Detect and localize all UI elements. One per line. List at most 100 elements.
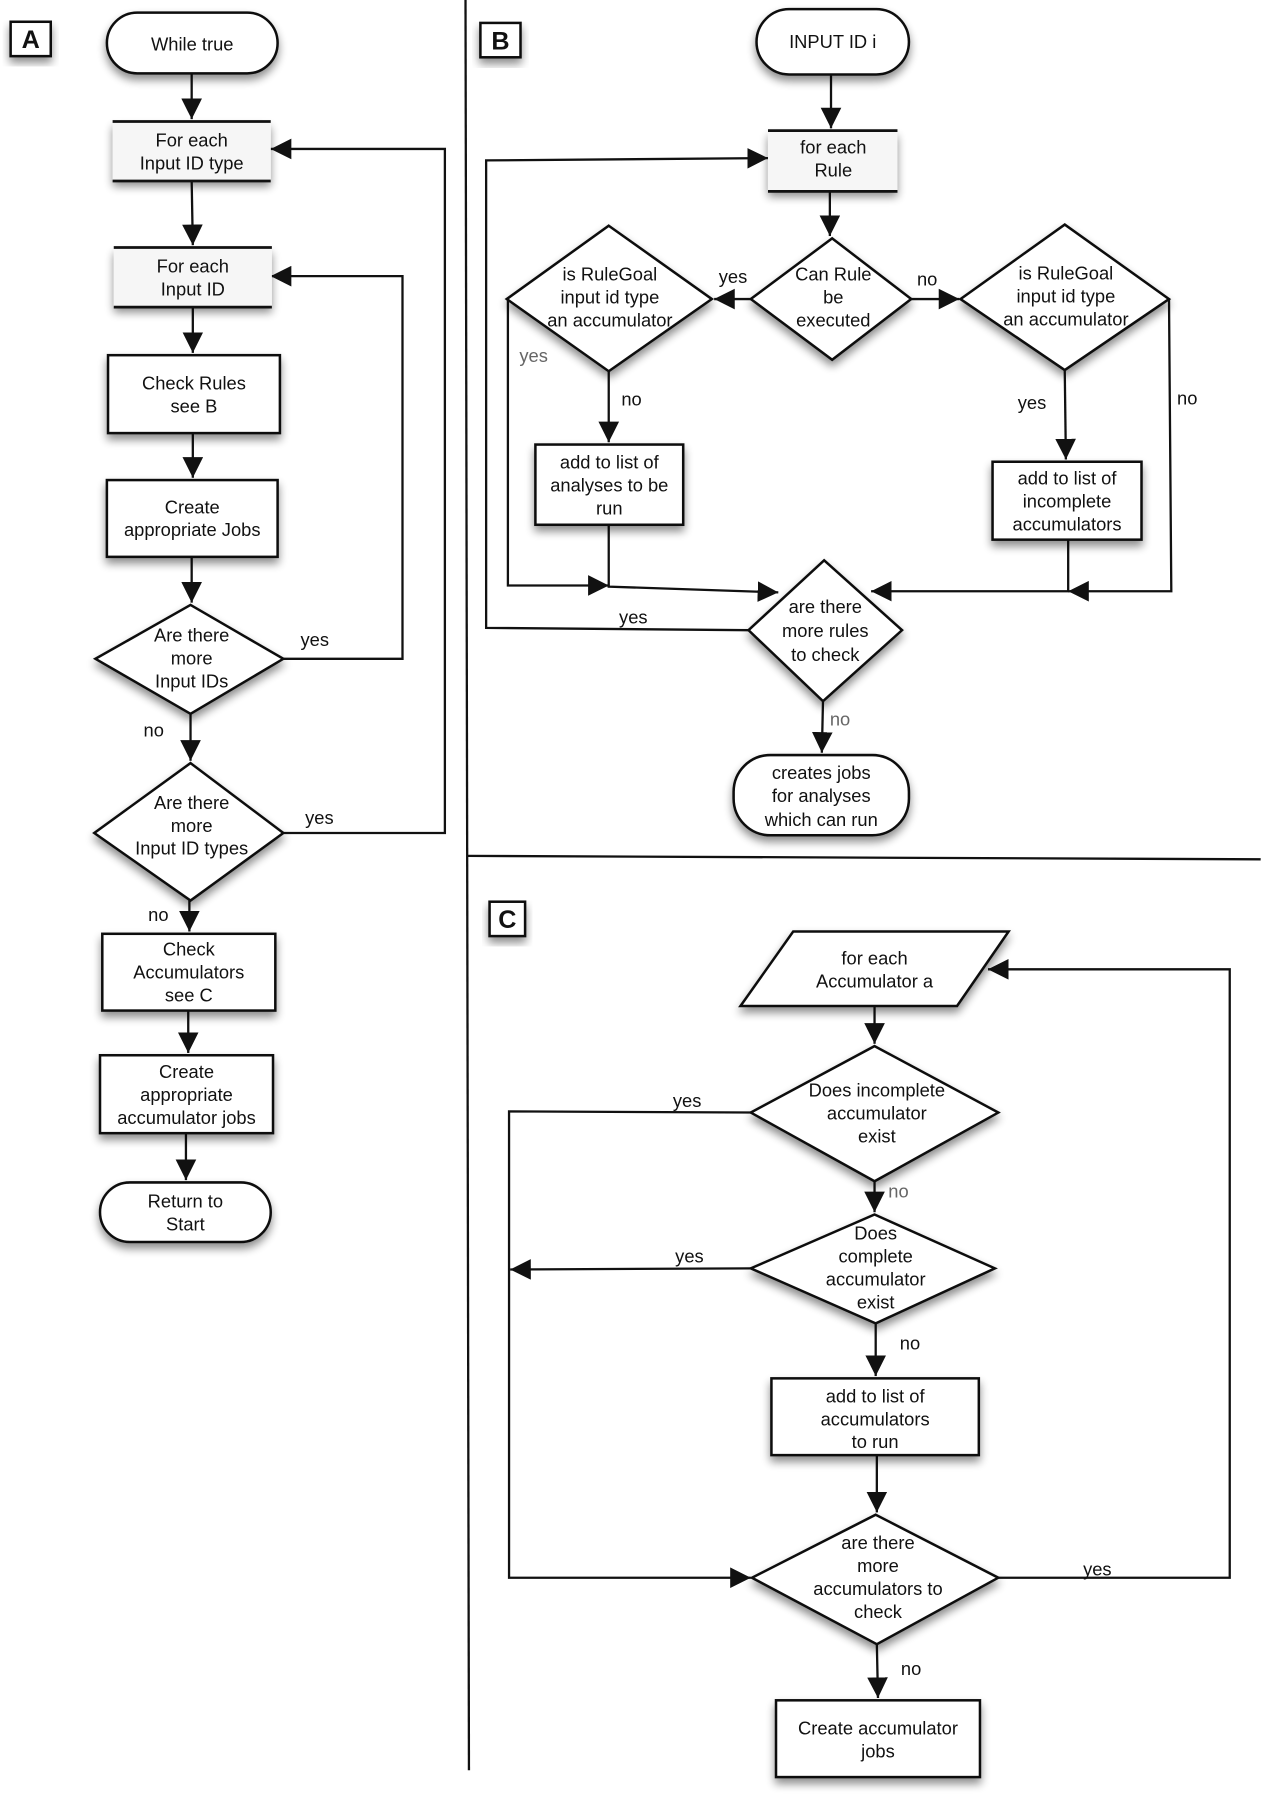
edge-label-no: no <box>144 720 164 741</box>
node-text: accumulators <box>1013 513 1122 534</box>
node-text: for each <box>800 137 866 158</box>
panel-b-tag: B <box>479 21 522 59</box>
node-text: accumulators <box>821 1408 930 1429</box>
panel-c-tag: C <box>488 900 527 938</box>
edge-c-more-no <box>867 1644 888 1699</box>
node-text: input id type <box>560 287 659 308</box>
node-while-true: While true <box>105 11 279 75</box>
node-for-each-accumulator: for each Accumulator a <box>738 930 1012 1008</box>
edge-b-incomplete-to-more <box>871 539 1070 602</box>
node-text: more <box>171 815 213 836</box>
node-text: Are there <box>154 625 229 646</box>
node-text: appropriate Jobs <box>124 519 261 540</box>
node-text: Check <box>163 939 216 960</box>
node-text: more rules <box>782 620 869 641</box>
node-text: Can Rule <box>795 264 871 285</box>
panel-c-label: C <box>498 906 516 934</box>
node-text: Create <box>165 496 220 517</box>
node-text: Input ID <box>161 279 225 300</box>
edge-label-no: no <box>830 708 850 729</box>
edge-label-no: no <box>917 268 937 289</box>
node-text: Are there <box>154 792 229 813</box>
panel-c: C for each Accumulator a Does incomplete… <box>488 900 1231 1779</box>
node-text: exist <box>857 1291 895 1312</box>
node-text: to run <box>852 1431 899 1452</box>
node-for-each-input-id-type: For each Input ID type <box>112 120 271 183</box>
node-text: to check <box>791 644 860 665</box>
node-rulegoal-accumulator-left: is RuleGoal input id type an accumulator <box>504 224 715 373</box>
node-text: Input IDs <box>155 670 228 691</box>
node-text: Accumulators <box>133 961 244 982</box>
edge-label-no: no <box>888 1180 908 1201</box>
panel-a-label: A <box>22 26 40 54</box>
node-text: are there <box>841 1532 914 1553</box>
node-text: accumulator jobs <box>117 1107 256 1128</box>
node-create-accumulator-jobs-c: Create accumulator jobs <box>774 1699 982 1779</box>
node-text: While true <box>151 33 234 54</box>
panel-b-label: B <box>491 27 509 55</box>
edge-c-complete-yes <box>510 1259 751 1280</box>
node-text: be <box>823 287 843 308</box>
node-text: Does <box>854 1223 897 1244</box>
node-text: more <box>857 1555 899 1576</box>
edge-b-right-yes <box>1055 370 1076 460</box>
edge-b-left-yes <box>506 299 609 596</box>
node-text: add to list of <box>560 452 660 473</box>
node-text: Start <box>166 1214 205 1235</box>
edge-label-yes: yes <box>519 345 548 366</box>
edge-label-yes: yes <box>305 807 334 828</box>
node-text: Accumulator a <box>816 971 934 992</box>
edge-c-more-yes-loop <box>987 959 1231 1579</box>
panel-b-edges <box>484 74 1173 753</box>
node-text: Does incomplete <box>809 1079 946 1100</box>
node-text: jobs <box>860 1741 895 1762</box>
horizontal-divider <box>466 854 1261 861</box>
node-text: is RuleGoal <box>1019 263 1114 284</box>
node-text: an accumulator <box>547 310 672 331</box>
node-text: see B <box>171 395 218 416</box>
node-more-accumulators: are there more accumulators to check <box>749 1513 1001 1646</box>
panel-c-edges <box>507 959 1231 1699</box>
edge-b-more-yes-loop <box>484 147 769 632</box>
node-text: accumulators to <box>813 1578 942 1599</box>
node-text: are there <box>789 596 862 617</box>
node-text: For each <box>156 130 228 151</box>
edge-label-yes: yes <box>719 266 748 287</box>
node-more-input-ids: Are there more Input IDs <box>92 603 286 716</box>
edge-label-no: no <box>621 389 641 410</box>
edge-c-incomplete-yes <box>507 1110 751 1589</box>
node-text: Rule <box>814 159 852 180</box>
panel-a: A While true For each Input ID type <box>9 11 447 1244</box>
node-text: creates jobs <box>772 762 871 783</box>
edge-label-yes: yes <box>1018 392 1047 413</box>
edge-label-yes: yes <box>673 1090 702 1111</box>
node-return-to-start: Return to Start <box>98 1181 272 1244</box>
node-text: Input ID type <box>140 153 244 174</box>
node-text: is RuleGoal <box>563 264 658 285</box>
node-input-id-i: INPUT ID i <box>755 7 911 76</box>
edge-a-types-to-ids <box>182 181 203 246</box>
node-text: which can run <box>764 809 878 830</box>
node-more-input-id-types: Are there more Input ID types <box>92 761 286 903</box>
edge-label-no: no <box>1177 387 1197 408</box>
panel-a-tag: A <box>9 20 53 58</box>
node-text: executed <box>796 310 870 331</box>
node-text: see C <box>165 984 213 1005</box>
node-text: INPUT ID i <box>789 31 876 52</box>
node-text: Check Rules <box>142 373 246 394</box>
node-add-analyses: add to list of analyses to be run <box>534 443 685 527</box>
edge-b-analyses-to-more <box>607 524 779 602</box>
node-creates-jobs: creates jobs for analyses which can run <box>732 753 911 837</box>
node-rulegoal-accumulator-right: is RuleGoal input id type an accumulator <box>958 223 1172 372</box>
node-text: for each <box>841 948 907 969</box>
node-text: complete <box>839 1246 913 1267</box>
panel-b: B INPUT ID i for each Rule <box>479 7 1197 837</box>
node-text: analyses to be <box>550 475 668 496</box>
edge-label-yes: yes <box>301 629 330 650</box>
node-create-accumulator-jobs: Create appropriate accumulator jobs <box>98 1053 275 1135</box>
node-create-appropriate-jobs: Create appropriate Jobs <box>105 478 279 559</box>
node-add-incomplete-accumulators: add to list of incomplete accumulators <box>991 460 1143 541</box>
edge-label-yes: yes <box>1083 1558 1112 1579</box>
node-more-rules: are there more rules to check <box>746 558 904 703</box>
